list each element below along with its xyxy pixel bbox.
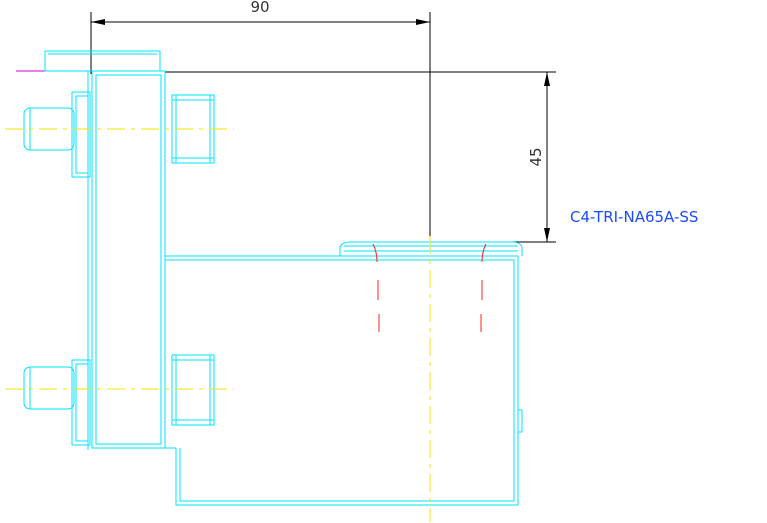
top-cap	[44, 50, 161, 72]
dimension-horizontal: 90	[90, 0, 431, 245]
lower-bolt	[5, 354, 234, 426]
hidden-holes	[372, 243, 487, 332]
left-bracket-top	[71, 91, 91, 178]
top-pad	[339, 241, 523, 256]
dimension-vertical: 45	[165, 71, 556, 243]
upper-bolt	[5, 94, 234, 164]
bracket-body	[165, 255, 523, 506]
mounting-plate	[87, 70, 176, 450]
left-bracket-bottom	[71, 359, 91, 446]
part-label: C4-TRI-NA65A-SS	[570, 208, 698, 226]
dimension-90-text: 90	[250, 0, 269, 16]
dimension-45-text: 45	[527, 147, 545, 166]
